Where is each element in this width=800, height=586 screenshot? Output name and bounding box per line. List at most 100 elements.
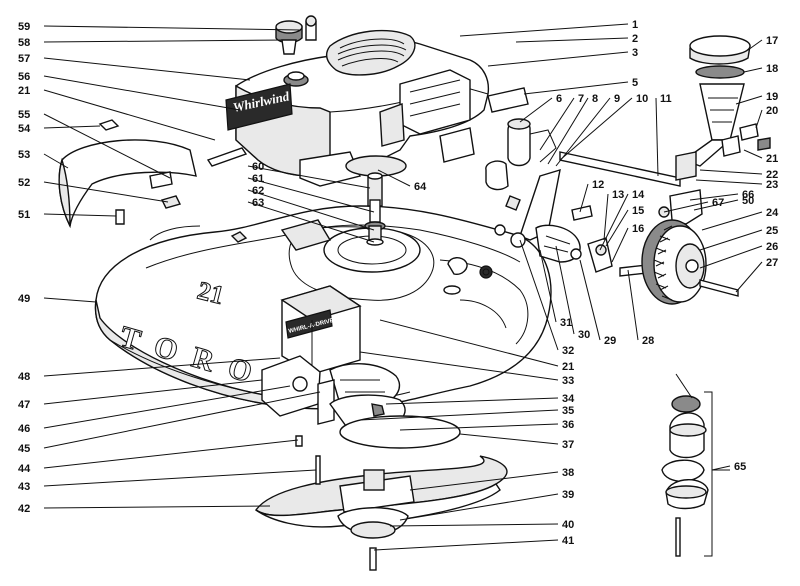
callout-middle-39: 39 [562,489,574,501]
callout-middle-34: 34 [562,393,575,405]
callout-left-58: 58 [18,37,30,49]
axle-and-linkage [439,87,703,277]
leader-line-left-45 [43,391,321,449]
callout-right-67: 67 [712,197,724,209]
engine: Whirlwind [225,15,490,187]
callout-left-57: 57 [18,53,30,65]
leader-line-middle-31 [539,249,557,323]
callout-middle-41: 41 [562,535,574,547]
callout-right-19: 19 [766,91,778,103]
callout-middle-61: 61 [252,173,264,185]
callout-middle-21: 21 [562,361,574,373]
callout-right-8: 8 [592,93,598,105]
callout-middle-30: 30 [578,329,590,341]
leader-line-right-21 [743,149,763,159]
callout-left-46: 46 [18,423,30,435]
leader-line-middle-32 [519,239,559,351]
callout-left-55: 55 [18,109,30,121]
callout-middle-60: 60 [252,161,264,173]
leader-line-left-51 [43,213,117,217]
callout-middle-28: 28 [642,335,654,347]
leader-line-middle-12 [579,183,589,213]
callout-right-20: 20 [766,105,778,117]
leader-line-middle-13 [603,193,609,241]
leader-line-left-44 [43,439,299,469]
leader-line-left-56 [43,75,241,111]
callout-middle-16: 16 [632,223,644,235]
leader-line-middle-63 [247,201,375,243]
leader-line-middle-15 [605,209,629,247]
leader-line-right-22 [699,169,763,175]
leader-line-right-19 [735,95,763,105]
callout-right-26: 26 [766,241,778,253]
callout-left-59: 59 [18,21,30,33]
leader-line-right-11 [655,97,659,177]
callout-right-10: 10 [636,93,648,105]
leader-line-left-49 [43,297,97,303]
callout-left-45: 45 [18,443,30,455]
leader-line-right-66 [689,193,739,201]
callout-right-1: 1 [632,19,638,31]
leader-line-right-27 [735,261,763,293]
callout-middle-37: 37 [562,439,574,451]
callout-left-47: 47 [18,399,30,411]
leader-line-left-54 [43,125,101,129]
leader-line-middle-37 [459,433,559,445]
callout-right-27: 27 [766,257,778,269]
callout-middle-64: 64 [414,181,427,193]
callout-right-2: 2 [632,33,638,45]
callout-left-43: 43 [18,481,30,493]
callout-left-21: 21 [18,85,30,97]
leader-line-left-58 [43,39,287,43]
leader-line-middle-28 [627,269,639,341]
part-65-detail [661,373,730,557]
callout-middle-40: 40 [562,519,574,531]
leader-line-left-42 [43,505,271,509]
callout-middle-33: 33 [562,375,574,387]
leader-line-middle-60 [247,165,371,189]
leader-line-middle-41 [373,539,559,551]
callout-left-56: 56 [18,71,30,83]
leader-line-middle-35 [359,409,559,421]
leader-line-right-3 [487,51,629,67]
leader-line-left-21 [43,89,216,141]
callout-right-7: 7 [578,93,584,105]
callout-middle-65: 65 [734,461,746,473]
leader-line-right-20 [755,109,763,129]
leader-line-middle-62 [247,189,375,231]
callout-middle-32: 32 [562,345,574,357]
callout-right-66: 66 [742,189,754,201]
callout-right-3: 3 [632,47,638,59]
callout-right-50: 50 [742,195,754,207]
callout-right-11: 11 [660,93,672,105]
callout-middle-35: 35 [562,405,574,417]
leader-line-left-57 [43,57,251,81]
leader-line-middle-38 [409,471,559,491]
callout-middle-14: 14 [632,189,645,201]
leader-line-middle-21 [379,319,559,367]
leader-line-left-53 [43,153,69,169]
leader-line-right-23 [695,179,763,185]
leader-line-right-18 [743,67,763,73]
leader-line-left-48 [43,357,281,377]
callout-left-54: 54 [18,123,31,135]
callout-left-51: 51 [18,209,30,221]
leader-line-middle-39 [399,493,559,521]
handle-assembly [675,35,771,181]
leader-line-right-8 [547,97,589,165]
callout-left-48: 48 [18,371,30,383]
leader-line-left-47 [43,379,263,405]
leader-line-left-43 [43,469,317,487]
callout-middle-63: 63 [252,197,264,209]
callout-right-24: 24 [766,207,779,219]
callout-left-49: 49 [18,293,30,305]
leader-line-middle-34 [385,397,559,405]
callout-left-44: 44 [18,463,31,475]
leader-line-left-46 [43,385,291,429]
callout-right-9: 9 [614,93,620,105]
wheel [641,219,739,305]
callout-left-52: 52 [18,177,30,189]
leader-line-middle-40 [389,523,559,527]
leader-line-right-9 [555,97,611,167]
